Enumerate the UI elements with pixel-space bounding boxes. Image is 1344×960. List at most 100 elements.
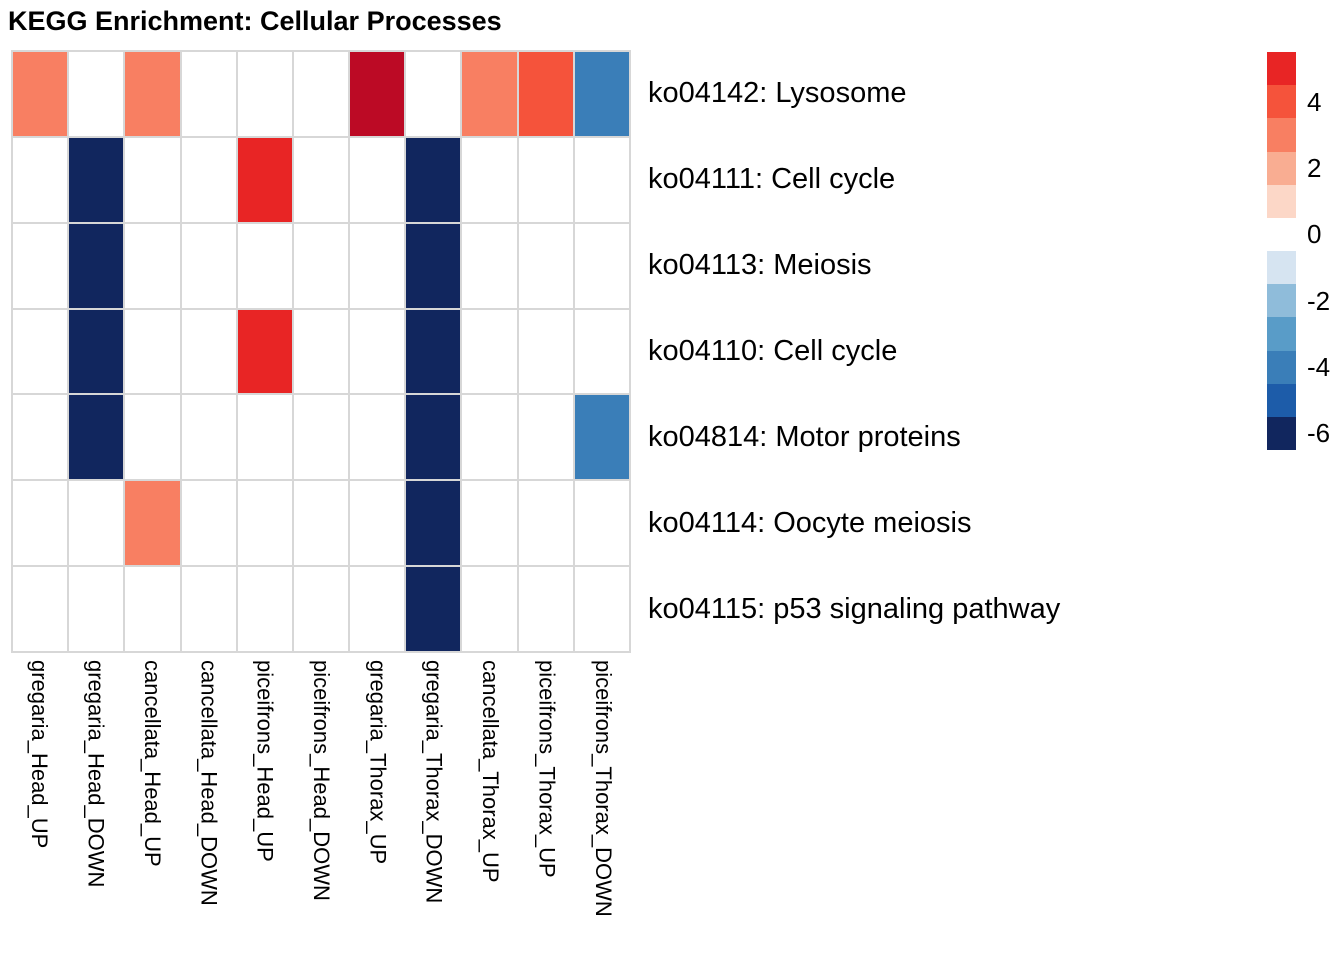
heatmap-cell <box>69 481 124 566</box>
legend-tick-label: -2 <box>1307 285 1331 316</box>
heatmap-cell <box>406 223 461 308</box>
heatmap-cell <box>574 52 629 136</box>
heatmap-cell <box>462 309 517 394</box>
heatmap-cell <box>518 137 573 222</box>
legend-color-block <box>1267 85 1296 119</box>
column-label-slot: piceifrons_Thorax_UP <box>518 660 574 960</box>
chart-title: KEGG Enrichment: Cellular Processes <box>8 6 502 36</box>
heatmap-cell <box>518 481 573 566</box>
heatmap-cell <box>181 137 236 222</box>
legend-color-block <box>1267 416 1296 451</box>
row-label: ko04113: Meiosis <box>648 248 872 281</box>
heatmap-cell <box>518 52 573 136</box>
heatmap-cell <box>293 567 349 651</box>
heatmap-cell <box>518 395 573 480</box>
legend-color-block <box>1267 284 1296 318</box>
color-legend: 4 2 0 -2 -4 -6 <box>1267 52 1344 452</box>
heatmap-cell <box>125 137 180 222</box>
heatmap-cell <box>13 395 68 480</box>
heatmap-cell <box>406 137 461 222</box>
heatmap-cell <box>406 309 461 394</box>
column-label-slot: cancellata_Thorax_UP <box>462 660 518 960</box>
heatmap-cell <box>125 481 180 566</box>
heatmap-cell <box>69 567 124 651</box>
heatmap-cell <box>181 309 236 394</box>
legend-tick-label: 2 <box>1307 153 1322 184</box>
heatmap-cell <box>181 52 236 136</box>
heatmap-cell <box>518 309 573 394</box>
heatmap-cell <box>13 137 68 222</box>
legend-tick-label: 0 <box>1307 219 1322 250</box>
heatmap-cell <box>462 395 517 480</box>
heatmap-cell <box>462 567 517 651</box>
column-label-slot: piceifrons_Head_UP <box>236 660 292 960</box>
heatmap-cell <box>406 52 461 136</box>
legend-tick-label: 4 <box>1307 86 1322 117</box>
column-label: gregaria_Thorax_DOWN <box>421 660 447 904</box>
column-label-slot: gregaria_Thorax_DOWN <box>406 660 462 960</box>
heatmap-cell <box>237 567 292 651</box>
heatmap-cell <box>13 223 68 308</box>
legend-color-block <box>1267 118 1296 152</box>
legend-color-block <box>1267 217 1296 252</box>
row-label: ko04142: Lysosome <box>648 76 907 109</box>
heatmap-cell <box>125 395 180 480</box>
row-label: ko04114: Oocyte meiosis <box>648 507 972 540</box>
legend-color-block <box>1267 317 1296 351</box>
column-label-slot: piceifrons_Head_DOWN <box>293 660 349 960</box>
heatmap-cell <box>574 567 629 651</box>
heatmap-cell <box>13 52 68 136</box>
heatmap-cell <box>125 223 180 308</box>
legend-tick-label: -6 <box>1307 418 1331 449</box>
row-label: ko04814: Motor proteins <box>648 421 961 454</box>
heatmap-cell <box>462 137 517 222</box>
heatmap-cell <box>574 481 629 566</box>
legend-color-block <box>1267 350 1296 384</box>
heatmap-cell <box>518 567 573 651</box>
heatmap-cell <box>406 567 461 651</box>
column-label: gregaria_Thorax_UP <box>365 660 391 865</box>
heatmap-cell <box>181 567 236 651</box>
heatmap-cell <box>69 395 124 480</box>
heatmap-cell <box>462 52 517 136</box>
column-label-slot: cancellata_Head_UP <box>124 660 180 960</box>
heatmap-cell <box>69 137 124 222</box>
heatmap-cell <box>13 481 68 566</box>
heatmap-cell <box>181 395 236 480</box>
heatmap-cell <box>69 223 124 308</box>
legend-color-block <box>1267 184 1296 218</box>
heatmap-cell <box>237 481 292 566</box>
legend-tick-label: -4 <box>1307 352 1331 383</box>
heatmap-cell <box>125 309 180 394</box>
heatmap-cell <box>462 223 517 308</box>
column-label-slot: gregaria_Thorax_UP <box>349 660 405 960</box>
row-label: ko04111: Cell cycle <box>648 162 896 195</box>
heatmap-cell <box>350 309 405 394</box>
heatmap-cell <box>181 481 236 566</box>
heatmap-cell <box>350 481 405 566</box>
column-label: cancellata_Thorax_UP <box>478 660 504 883</box>
heatmap-cell <box>350 567 405 651</box>
heatmap-cell <box>125 52 180 136</box>
column-label: piceifrons_Head_UP <box>252 660 278 862</box>
heatmap-cell <box>293 395 349 480</box>
heatmap-cell <box>181 223 236 308</box>
column-label-slot: gregaria_Head_UP <box>11 660 67 960</box>
heatmap-cell <box>350 395 405 480</box>
heatmap-cell <box>518 223 573 308</box>
heatmap-cell <box>125 567 180 651</box>
column-label-slot: piceifrons_Thorax_DOWN <box>575 660 631 960</box>
heatmap-cell <box>293 223 349 308</box>
heatmap-cell <box>237 309 292 394</box>
column-label: piceifrons_Thorax_DOWN <box>590 660 616 917</box>
heatmap-cell <box>237 52 292 136</box>
heatmap-cell <box>293 481 349 566</box>
heatmap-cell <box>69 309 124 394</box>
heatmap-cell <box>350 137 405 222</box>
heatmap-cell <box>350 52 405 136</box>
column-label: cancellata_Head_DOWN <box>196 660 222 906</box>
heatmap-cell <box>350 223 405 308</box>
heatmap-grid <box>11 50 631 653</box>
